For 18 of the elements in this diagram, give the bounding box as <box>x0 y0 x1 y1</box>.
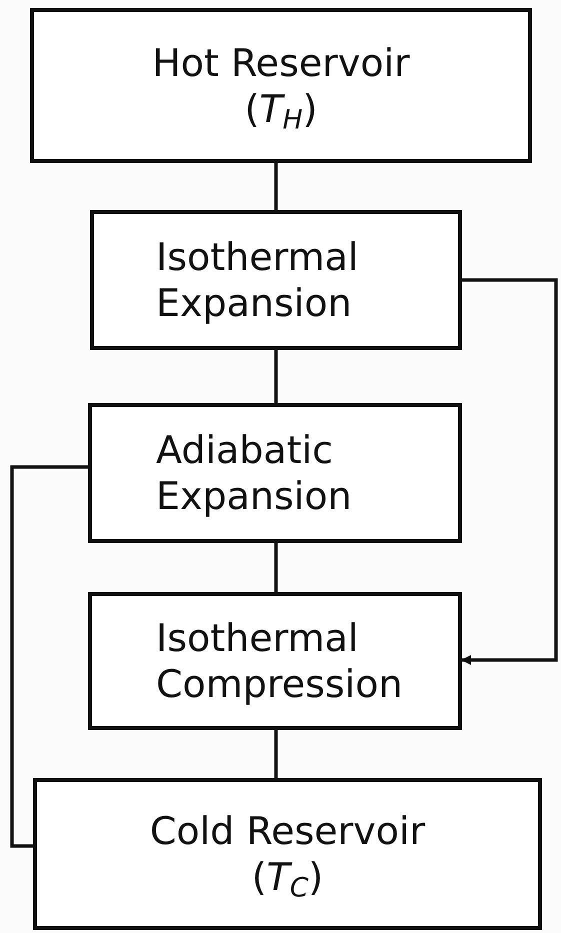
connector-line <box>274 543 278 592</box>
process-box <box>30 8 532 163</box>
connector-line <box>274 730 278 778</box>
box-label: Isothermal Expansion <box>156 234 360 326</box>
process-box <box>90 210 462 350</box>
box-label: Isothermal Compression <box>156 615 404 707</box>
box-label: Hot Reservoir <box>152 40 410 86</box>
box-label: Adiabatic Expansion <box>156 427 353 519</box>
box-label: (T$_{H}$) <box>244 86 318 132</box>
process-box <box>88 403 462 543</box>
connector-line <box>274 350 278 403</box>
process-box <box>88 592 462 730</box>
box-label: (T$_{C}$) <box>252 854 324 900</box>
connector-line <box>274 163 278 210</box>
process-box <box>33 778 542 930</box>
arrow <box>461 278 558 665</box>
connector-line <box>10 465 88 848</box>
box-label: Cold Reservoir <box>150 808 426 854</box>
